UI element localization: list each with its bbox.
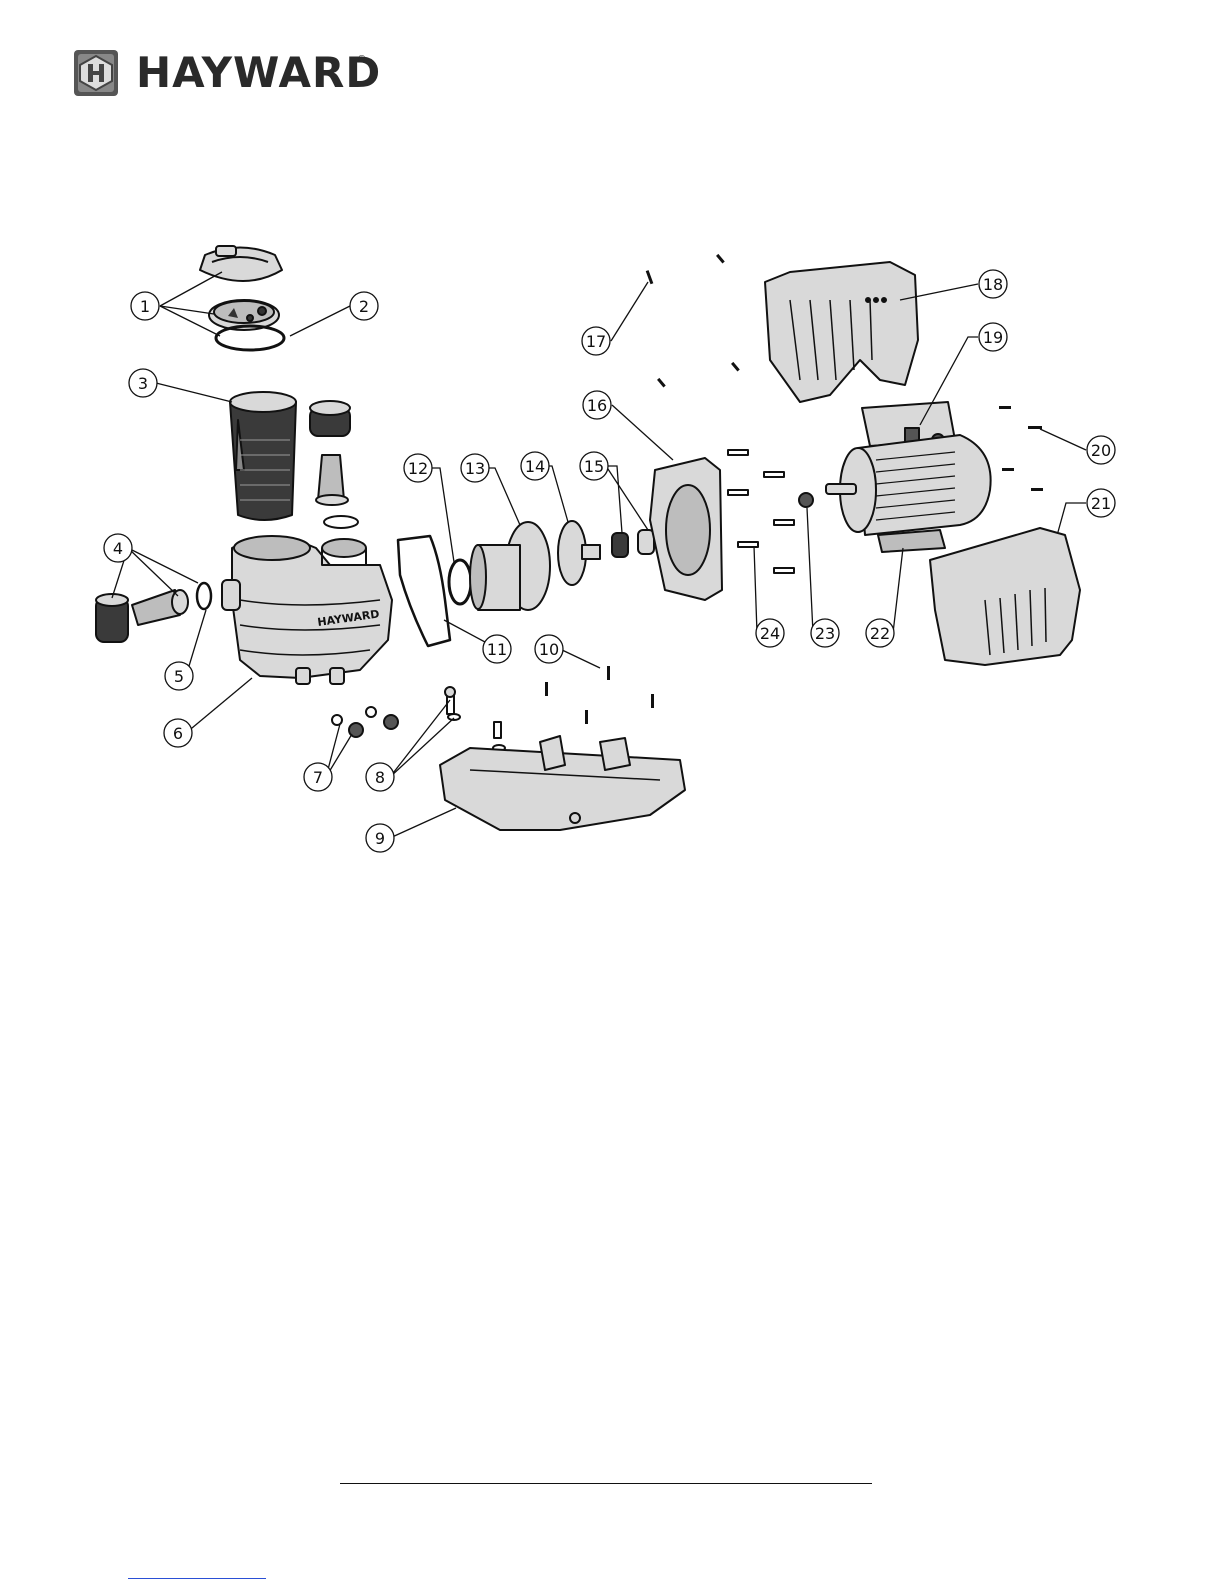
part-upper-motor-cover <box>765 262 918 402</box>
part-cover-screws <box>646 254 740 388</box>
callout-18: 18 <box>983 275 1003 294</box>
callout-5: 5 <box>174 667 184 686</box>
part-base-screws <box>545 666 654 724</box>
part-base-bolts <box>445 687 505 751</box>
footer-divider <box>340 1483 872 1484</box>
callout-23: 23 <box>815 624 835 643</box>
callout-8: 8 <box>375 768 385 787</box>
part-slinger <box>799 493 813 507</box>
part-seal-plate-bolts <box>728 450 794 573</box>
callout-10: 10 <box>539 640 559 659</box>
part-strainer-housing: HAYWARD <box>222 536 392 684</box>
callout-22: 22 <box>870 624 890 643</box>
part-seal-plate <box>650 458 722 600</box>
footer-link-underline[interactable] <box>128 1578 266 1579</box>
callout-4: 4 <box>113 539 123 558</box>
callout-7: 7 <box>313 768 323 787</box>
part-drain-plugs <box>332 707 398 737</box>
callout-15: 15 <box>584 457 604 476</box>
callout-21: 21 <box>1091 494 1111 513</box>
callout-16: 16 <box>587 396 607 415</box>
part-union-fitting-side <box>96 590 188 642</box>
callout-19: 19 <box>983 328 1003 347</box>
part-shaft-seal <box>612 530 654 557</box>
callout-1: 1 <box>140 297 150 316</box>
part-lid-assembly <box>200 246 282 330</box>
part-motor <box>826 402 991 552</box>
part-housing-gasket <box>398 536 450 646</box>
part-rear-cover-screws <box>999 406 1043 491</box>
callout-9: 9 <box>375 829 385 848</box>
callout-12: 12 <box>408 459 428 478</box>
callout-11: 11 <box>487 640 507 659</box>
part-union-fitting-top <box>310 401 358 528</box>
part-lower-motor-cover <box>930 528 1080 665</box>
part-union-o-ring <box>197 583 211 609</box>
part-impeller <box>558 521 600 585</box>
callout-3: 3 <box>138 374 148 393</box>
part-diffuser <box>470 522 550 610</box>
part-strainer-basket <box>230 392 296 520</box>
callout-17: 17 <box>586 332 606 351</box>
callout-2: 2 <box>359 297 369 316</box>
callout-24: 24 <box>760 624 780 643</box>
part-diffuser-o-ring <box>449 560 471 604</box>
callout-14: 14 <box>525 457 545 476</box>
callout-13: 13 <box>465 459 485 478</box>
part-motor-base <box>440 736 685 830</box>
callout-20: 20 <box>1091 441 1111 460</box>
callout-6: 6 <box>173 724 183 743</box>
